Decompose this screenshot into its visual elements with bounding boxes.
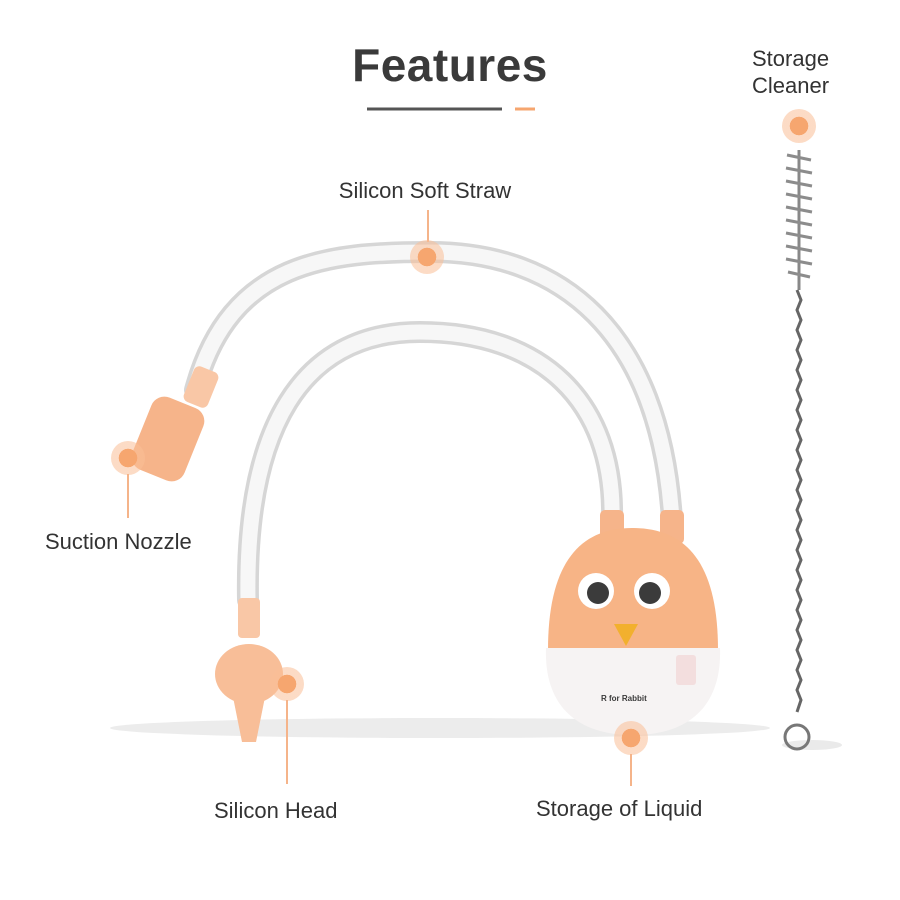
label-storage-cleaner: Storage Cleaner <box>752 46 830 98</box>
label-silicon-head: Silicon Head <box>214 798 338 823</box>
callout-dot-cleaner <box>782 109 816 143</box>
callout-dot-straw <box>410 240 444 274</box>
label-silicon-soft-straw: Silicon Soft Straw <box>338 178 512 203</box>
suction-nozzle <box>131 366 219 482</box>
label-storage-of-liquid: Storage of Liquid <box>536 796 703 821</box>
cleaning-brush <box>783 150 813 751</box>
owl-container <box>545 510 721 735</box>
silicon-head <box>215 598 283 742</box>
callout-dot-head <box>270 667 304 701</box>
callout-dot-liquid <box>614 721 648 755</box>
brand-logo-text: R for Rabbit <box>601 694 647 703</box>
callout-dot-nozzle <box>111 441 145 475</box>
page-title: Features <box>352 39 548 91</box>
label-suction-nozzle: Suction Nozzle <box>45 529 192 554</box>
